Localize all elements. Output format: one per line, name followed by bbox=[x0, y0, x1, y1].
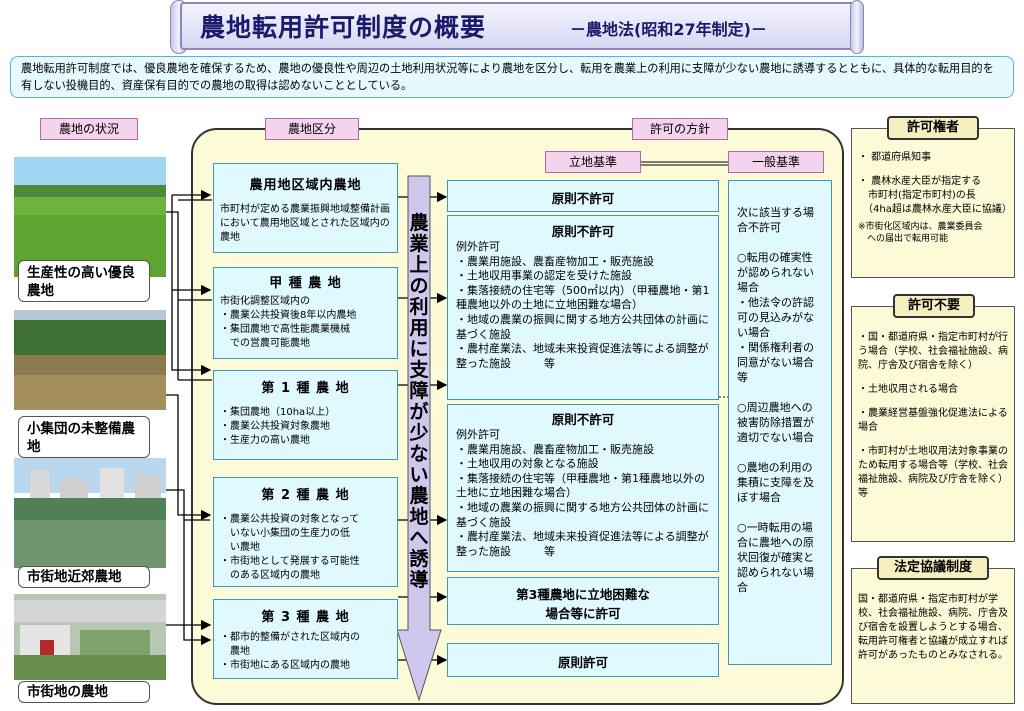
header-location-criteria: 立地基準 bbox=[545, 151, 641, 173]
category-title: 農用地区域内農地 bbox=[249, 178, 362, 193]
header-classification: 農地区分 bbox=[265, 118, 359, 140]
consultation-panel: 国・都道府県・指定市町村が学校、社会福祉施設、病院、庁舎及び宿舎を設置しようとす… bbox=[851, 568, 1015, 704]
category-desc: 市町村が定める農業振興地域整備計画において農用地区域とされた区域内の農地 bbox=[220, 204, 390, 243]
category-desc: ・都市的整備がされた区域内の 農地 ・市街地にある区域内の農地 bbox=[220, 632, 360, 671]
authority-panel: ・ 都道府県知事 ・ 農林水産大臣が指定する 市町村(指定市町村)の長 （4ha… bbox=[851, 128, 1015, 278]
category-class-1: 第 1 種 農 地 ・集団農地（10ha以上） ・農業公共投資対象農地 ・生産力… bbox=[213, 370, 398, 460]
category-class-a: 甲 種 農 地 市街化調整区域内の ・農業公共投資後8年以内農地 ・集団農地で高… bbox=[213, 267, 398, 359]
not-required-title: 許可不要 bbox=[893, 294, 975, 318]
not-required-item: ・土地収用される場合 bbox=[858, 384, 958, 395]
category-title: 第 1 種 農 地 bbox=[261, 381, 350, 396]
policy-text: 例外許可 ・農業用施設、農畜産物加工・販売施設 ・土地収用事業の認定を受けた施設… bbox=[456, 240, 710, 370]
photo-unimproved-field bbox=[14, 310, 166, 410]
authority-note: ※市街化区域内は、農業委員会 への届出で転用可能 bbox=[858, 222, 983, 244]
category-title: 第 2 種 農 地 bbox=[261, 488, 350, 503]
intro-text: 農地転用許可制度では、優良農地を確保するため、農地の優良性や周辺の土地利用状況等… bbox=[10, 56, 1014, 98]
category-class-2: 第 2 種 農 地 ・農業公共投資の対象となって いない小集団の生産力の低 い農… bbox=[213, 477, 398, 587]
photo-caption-4: 市街地の農地 bbox=[18, 681, 150, 703]
category-class-3: 第 3 種 農 地 ・都市的整備がされた区域内の 農地 ・市街地にある区域内の農… bbox=[213, 599, 398, 679]
consultation-text: 国・都道府県・指定市町村が学校、社会福祉施設、病院、庁舎及び宿舎を設置しようとす… bbox=[858, 594, 1008, 661]
general-criteria-box: 次に該当する場合不許可 ○転用の確実性が認められない場合 ・他法令の許認可の見込… bbox=[728, 180, 832, 665]
title-banner bbox=[180, 2, 856, 50]
policy-title: 原則不許可 bbox=[551, 224, 615, 239]
header-status: 農地の状況 bbox=[40, 118, 138, 140]
policy-class-2: 原則不許可 例外許可 ・農業用施設、農畜産物加工・販売施設 ・土地収用の対象とな… bbox=[447, 404, 719, 572]
photo-rice-field bbox=[14, 157, 166, 277]
guidance-arrow-text: 農業上の利用に支障が少ない農地へ誘導 bbox=[409, 212, 429, 591]
authority-title: 許可権者 bbox=[887, 116, 979, 140]
authority-item: ・ 農林水産大臣が指定する 市町村(指定市町村)の長 （4ha超は農林水産大臣に… bbox=[858, 176, 1012, 215]
title-scroll-right bbox=[850, 0, 864, 54]
photo-urban-farmland bbox=[14, 594, 166, 680]
category-desc: ・農業公共投資の対象となって いない小集団の生産力の低 い農地 ・市街地として発… bbox=[220, 514, 360, 581]
policy-title: 原則不許可 bbox=[551, 412, 615, 427]
photo-caption-2: 小集団の未整備農地 bbox=[18, 416, 150, 458]
policy-title: 第3種農地に立地困難な 場合等に許可 bbox=[516, 587, 650, 621]
page-title: 農地転用許可制度の概要 bbox=[200, 13, 487, 42]
category-agri-zone: 農用地区域内農地 市町村が定める農業振興地域整備計画において農用地区域とされた区… bbox=[213, 163, 398, 253]
photo-caption-1: 生産性の高い優良農地 bbox=[18, 260, 150, 302]
consultation-title: 法定協議制度 bbox=[877, 556, 989, 580]
category-desc: 市街化調整区域内の ・農業公共投資後8年以内農地 ・集団農地で高性能農業機械 で… bbox=[220, 296, 357, 349]
not-required-panel: ・国・都道府県・指定市町村が行う場合（学校、社会福祉施設、病院、庁舎及び宿舎を除… bbox=[851, 306, 1023, 542]
policy-class-2-permit: 第3種農地に立地困難な 場合等に許可 bbox=[447, 577, 719, 625]
not-required-item: ・農業経営基盤強化促進法による場合 bbox=[858, 408, 1008, 433]
category-title: 第 3 種 農 地 bbox=[261, 610, 350, 625]
category-desc: ・集団農地（10ha以上） ・農業公共投資対象農地 ・生産力の高い農地 bbox=[220, 407, 336, 446]
header-general-criteria: 一般基準 bbox=[728, 151, 824, 173]
policy-title: 原則不許可 bbox=[551, 191, 615, 206]
policy-title: 原則許可 bbox=[557, 655, 608, 670]
not-required-item: ・市町村が土地収用法対象事業のため転用する場合等（学校、社会福祉施設、病院及び庁… bbox=[858, 446, 1023, 499]
policy-class-a-1: 原則不許可 例外許可 ・農業用施設、農畜産物加工・販売施設 ・土地収用事業の認定… bbox=[447, 215, 719, 400]
page-subtitle: －農地法(昭和27年制定)－ bbox=[570, 20, 767, 39]
policy-text: 例外許可 ・農業用施設、農畜産物加工・販売施設 ・土地収用の対象となる施設 ・集… bbox=[456, 428, 709, 558]
not-required-item: ・国・都道府県・指定市町村が行う場合（学校、社会福祉施設、病院、庁舎及び宿舎を除… bbox=[858, 332, 1008, 371]
photo-suburban-field bbox=[14, 458, 166, 568]
category-title: 甲 種 農 地 bbox=[269, 276, 342, 291]
authority-item: ・ 都道府県知事 bbox=[858, 152, 932, 163]
policy-class-3: 原則許可 bbox=[447, 643, 719, 677]
policy-agri-zone: 原則不許可 bbox=[447, 180, 719, 212]
header-policy: 許可の方針 bbox=[632, 118, 728, 140]
photo-caption-3: 市街地近郊農地 bbox=[18, 566, 150, 588]
